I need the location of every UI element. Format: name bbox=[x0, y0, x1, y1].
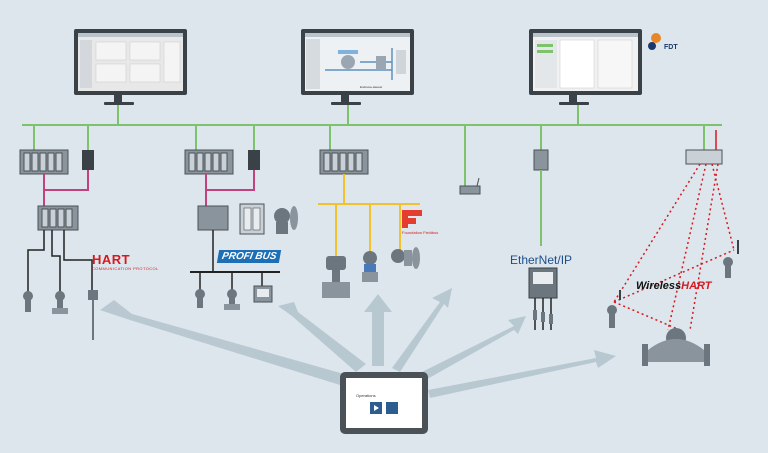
profibus-transmitter-2 bbox=[224, 289, 240, 310]
arrow-to-ethernet-device bbox=[418, 316, 526, 382]
arrow-to-foundation-fieldbus-devices bbox=[364, 294, 392, 366]
wireless-hart-logo-part2: HART bbox=[681, 280, 712, 292]
wireless-hart-logo: WirelessHART bbox=[636, 280, 712, 292]
hart-logo: HART bbox=[92, 252, 131, 267]
network-router bbox=[459, 177, 481, 195]
ff-flowmeter-2 bbox=[362, 251, 378, 282]
arrow-to-hart-devices bbox=[100, 300, 344, 385]
fdt-logo bbox=[648, 33, 661, 50]
hart-transmitter-2 bbox=[52, 291, 68, 314]
ethernet-switch bbox=[533, 149, 549, 171]
ethernet-backbone bbox=[22, 103, 722, 186]
monitor-left bbox=[74, 29, 187, 105]
arrow-to-ff-pump bbox=[392, 288, 452, 372]
ff-logo bbox=[402, 210, 422, 228]
profibus-segment bbox=[184, 149, 298, 310]
monitor-caption: Endress+Hauser bbox=[360, 85, 383, 89]
foundation-fieldbus-label: Foundation Fieldbus bbox=[402, 230, 439, 235]
monitor-center bbox=[301, 29, 414, 105]
fdt-logo-text: FDT bbox=[664, 44, 678, 51]
wireless-gateway bbox=[685, 149, 723, 165]
remote-io-2 bbox=[197, 205, 229, 231]
gateway-1 bbox=[82, 150, 94, 170]
arrow-to-wireless-hart bbox=[428, 350, 616, 398]
wireless-access-arrows bbox=[100, 288, 616, 398]
monitor-right bbox=[529, 29, 642, 105]
wireless-transmitter-2 bbox=[723, 240, 739, 278]
gateway-2 bbox=[248, 150, 260, 170]
field-tablet bbox=[340, 372, 428, 434]
wireless-hart-logo-part1: Wireless bbox=[636, 280, 682, 292]
ff-pump bbox=[391, 247, 420, 269]
wireless-hart-segment bbox=[607, 130, 739, 366]
tablet-tile-tools bbox=[386, 402, 398, 414]
ff-flowmeter-1 bbox=[322, 256, 350, 298]
ethernet-ip-logo: EtherNet/IP bbox=[510, 253, 573, 267]
ethernet-ip-segment bbox=[528, 149, 558, 330]
arrow-to-profibus-devices bbox=[278, 302, 366, 372]
foundation-fieldbus-segment bbox=[318, 149, 422, 298]
profibus-flowmeter bbox=[274, 206, 298, 234]
hart-temperature-probe bbox=[88, 290, 98, 340]
hart-segment bbox=[19, 149, 98, 340]
tablet-screen-title: Operations bbox=[356, 393, 376, 398]
wireless-coriolis-meter bbox=[642, 328, 710, 366]
hart-transmitter-1 bbox=[23, 291, 33, 312]
profibus-transmitter-1 bbox=[195, 289, 205, 308]
wireless-transmitter-1 bbox=[607, 290, 621, 328]
hart-tagline: COMMUNICATION PROTOCOL bbox=[92, 266, 159, 271]
profibus-logo: PROFI BUS bbox=[216, 250, 282, 263]
profibus-display-unit bbox=[253, 285, 273, 303]
coupler-2 bbox=[239, 203, 265, 235]
